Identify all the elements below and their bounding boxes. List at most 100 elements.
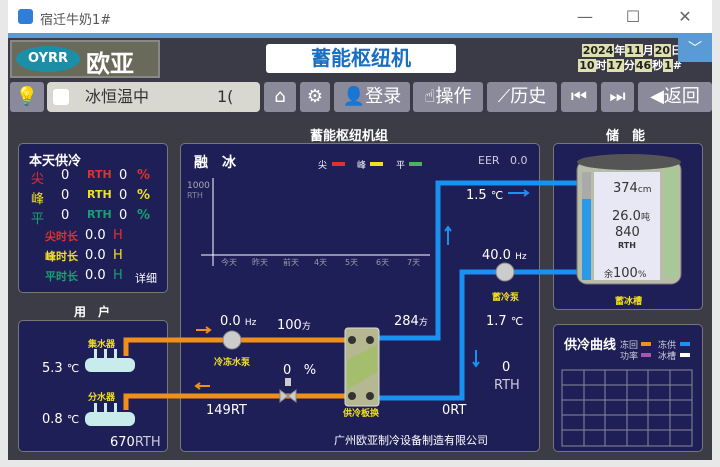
total-value: 670 xyxy=(110,435,135,450)
row-pct-unit: % xyxy=(137,168,151,183)
dropdown-button[interactable]: ﹀ xyxy=(678,37,712,62)
plate-exchanger-icon[interactable] xyxy=(344,327,380,407)
total-unit: RTH xyxy=(134,435,161,450)
year: 2024 xyxy=(581,44,615,57)
eer-label: EER xyxy=(478,154,500,167)
row-value: 0 xyxy=(61,208,70,223)
x-tick-label: 昨天 xyxy=(252,258,268,267)
message-icon xyxy=(53,89,69,105)
eer-value: 0.0 xyxy=(510,154,528,167)
storage-pump-freq: 40.0 Hz xyxy=(482,248,527,263)
today-title: 本天供冷 xyxy=(29,154,82,169)
second: 46 xyxy=(634,59,653,72)
row-label: 尖 xyxy=(31,172,45,187)
user-icon: 👤 xyxy=(342,86,366,107)
collector-temp: 5.3 ℃ xyxy=(42,361,79,376)
row-unit: RTH xyxy=(87,208,112,221)
next-button[interactable]: ⏭ xyxy=(601,82,634,112)
tank-level-bar xyxy=(582,199,591,280)
window-title: 宿迁牛奶1# xyxy=(40,13,112,28)
company-name: 广州欧亚制冷设备制造有限公司 xyxy=(334,434,488,447)
legend-swatch xyxy=(680,342,690,346)
history-button[interactable]: ⟋历史 xyxy=(487,82,557,112)
duration-label: 峰时长 xyxy=(45,250,78,263)
collector-label: 集水器 xyxy=(88,340,116,350)
rth-unit: RTH xyxy=(494,378,520,393)
legend-swatch xyxy=(332,162,345,166)
flow-unit: 方 xyxy=(301,322,311,332)
curve-panel xyxy=(553,324,703,452)
distributor-icon xyxy=(85,403,135,426)
minimize-button[interactable]: — xyxy=(577,7,593,26)
x-tick-label: 前天 xyxy=(283,258,299,267)
tank-capacity-unit: RTH xyxy=(618,241,636,250)
home-button[interactable]: ⌂ xyxy=(264,82,296,112)
temp-unit: ℃ xyxy=(66,413,80,426)
back-label: 返回 xyxy=(663,86,700,107)
legend-swatch xyxy=(641,342,651,346)
weight-value: 26.0 xyxy=(612,209,641,224)
distributor-label: 分水器 xyxy=(88,393,116,403)
minute: 17 xyxy=(606,59,624,72)
logo: OYRR 欧亚 xyxy=(10,40,160,78)
x-tick-label: 6天 xyxy=(376,258,390,267)
duration-value: 0.0 xyxy=(85,228,106,243)
duration-label: 平时长 xyxy=(45,270,78,283)
day-unit: 日 xyxy=(671,44,682,57)
row-label: 平 xyxy=(31,212,45,227)
app-icon xyxy=(18,9,33,24)
history-label: 历史 xyxy=(510,86,547,107)
y-axis-label: RTH xyxy=(187,191,203,200)
row-unit: RTH xyxy=(87,168,112,181)
login-button[interactable]: 👤登录 xyxy=(334,82,410,112)
light-button[interactable]: 💡 xyxy=(10,82,44,112)
legend-label: 峰 xyxy=(357,161,367,171)
operate-button[interactable]: ☝操作 xyxy=(413,82,483,112)
level-value: 374 xyxy=(613,181,638,196)
operate-label: 操作 xyxy=(435,86,472,107)
curve-grid xyxy=(561,369,693,447)
chill-pump-icon[interactable] xyxy=(222,330,242,350)
prev-button[interactable]: ⏮ xyxy=(561,82,597,112)
legend-label: 平 xyxy=(396,161,406,171)
close-button[interactable]: ✕ xyxy=(678,7,692,26)
chilled-supply-pipes xyxy=(370,180,580,401)
title-bar: 宿迁牛奶1# — ☐ ✕ xyxy=(8,0,712,33)
logo-text: 欧亚 xyxy=(86,50,134,78)
back-button[interactable]: ◀返回 xyxy=(638,82,712,112)
status-extra: 1( xyxy=(217,87,234,106)
settings-button[interactable]: ⚙ xyxy=(300,82,330,112)
remain-unit: % xyxy=(637,270,647,280)
legend-label: 功率 xyxy=(620,352,639,362)
rth-value: 0 xyxy=(502,360,511,375)
storage-pump-label: 蓄冷泵 xyxy=(492,293,520,303)
x-tick-label: 今天 xyxy=(221,258,237,267)
duration-unit: H xyxy=(113,228,123,243)
legend-label: 尖 xyxy=(318,161,328,171)
temp-value: 5.3 xyxy=(42,361,63,376)
duration-unit: H xyxy=(113,248,123,263)
year-unit: 年 xyxy=(614,44,626,57)
month: 11 xyxy=(625,44,643,57)
duration-value: 0.0 xyxy=(85,248,106,263)
datetime-display: 2024年11月20日 10时17分46秒1# xyxy=(572,44,682,73)
valve-unit: % xyxy=(303,363,317,378)
detail-link[interactable]: 详细 xyxy=(135,272,157,285)
back-icon: ◀ xyxy=(650,86,664,107)
maximize-button[interactable]: ☐ xyxy=(625,7,641,26)
valve-icon[interactable] xyxy=(279,378,297,403)
temp-unit: ℃ xyxy=(510,315,524,328)
collector-icon xyxy=(85,349,135,372)
status-bar: 冰恒温中 1( xyxy=(47,82,260,112)
section-unit-title: 蓄能枢纽机组 xyxy=(310,129,389,144)
load-left: 149RT xyxy=(206,403,247,418)
valve-value: 0 xyxy=(283,363,292,378)
gear-icon: ⚙ xyxy=(306,86,324,107)
temp-value: 0.8 xyxy=(42,412,63,427)
return-pipe xyxy=(370,269,580,401)
flow-value: 284 xyxy=(394,314,419,329)
home-icon: ⌂ xyxy=(274,86,286,107)
chart-title: 融 冰 xyxy=(194,155,236,171)
storage-pump-icon[interactable] xyxy=(495,262,515,282)
